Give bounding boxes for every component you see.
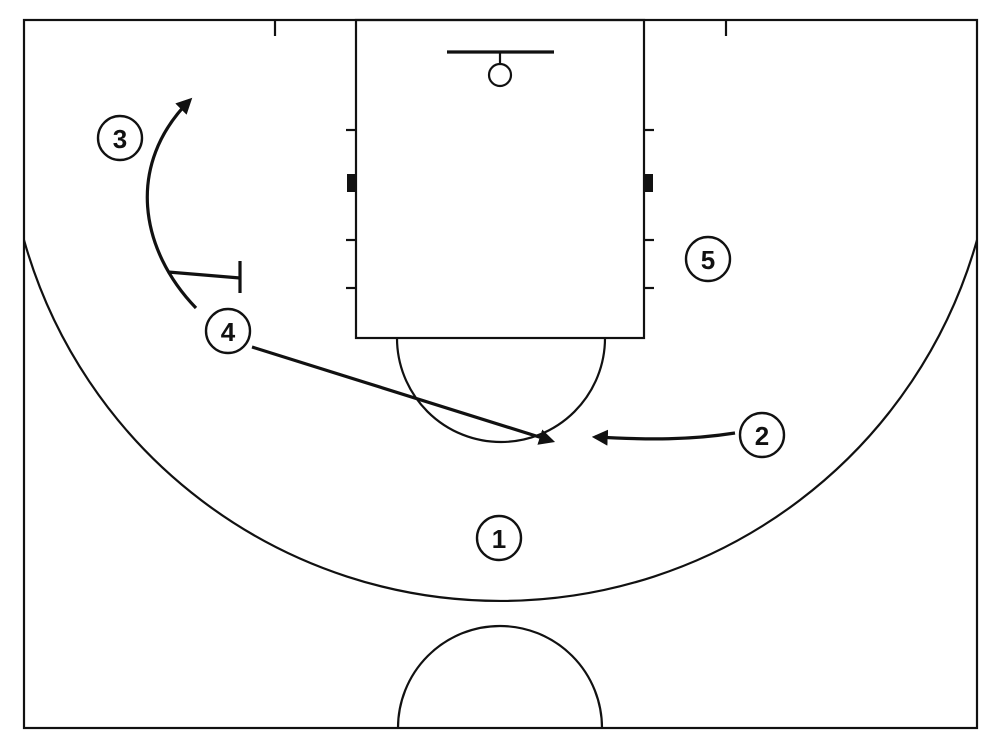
- cut-arrow-2: [591, 429, 736, 446]
- player-2-label: 2: [755, 421, 769, 451]
- screen-line-4: [167, 270, 241, 280]
- player-3-label: 3: [113, 124, 127, 154]
- lane-marks-left: [346, 128, 356, 290]
- center-circle: [396, 624, 604, 729]
- player-4: 4: [204, 307, 252, 355]
- player-2: 2: [738, 411, 786, 459]
- three-point-arc: [22, 239, 979, 603]
- player-5-label: 5: [701, 245, 715, 275]
- player-3: 3: [96, 114, 144, 162]
- rim: [487, 62, 513, 88]
- lane-marks-right: [644, 128, 654, 290]
- player-1-label: 1: [492, 524, 506, 554]
- key-lane: [354, 18, 646, 340]
- free-throw-circle: [395, 337, 607, 444]
- player-1: 1: [475, 514, 523, 562]
- cut-arrow-3: [145, 97, 198, 310]
- player-5: 5: [684, 235, 732, 283]
- cut-arrow-4: [251, 345, 556, 445]
- player-4-label: 4: [221, 317, 236, 347]
